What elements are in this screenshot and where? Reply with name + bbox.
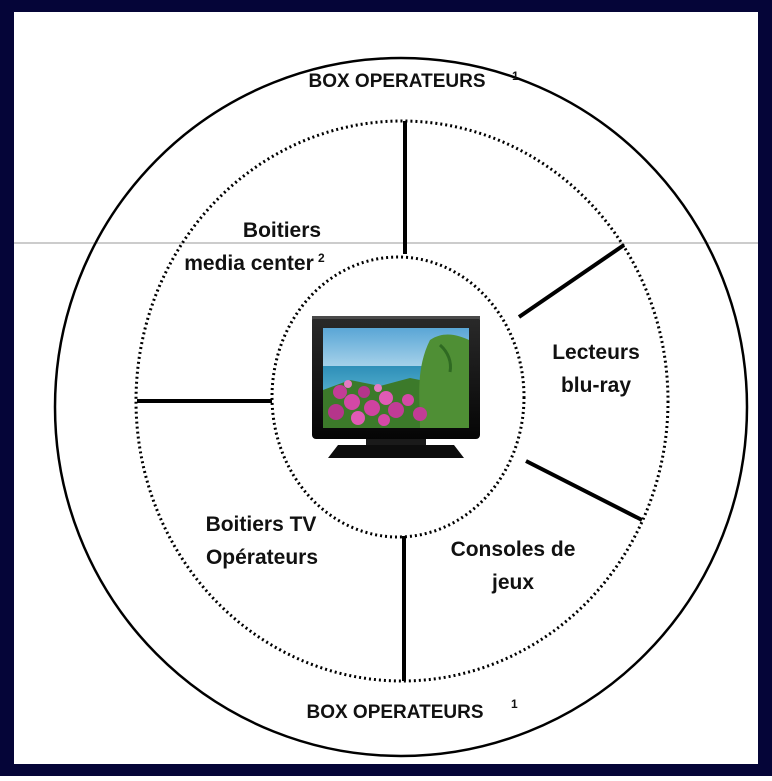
divider-bluray-top <box>517 243 626 319</box>
label-media-center-line1: Boitiers <box>243 219 321 242</box>
middle-ring <box>134 119 670 683</box>
label-consoles-line1: Consoles de <box>451 538 576 561</box>
label-box-bottom: BOX OPERATEURS <box>306 702 483 723</box>
label-media-center-superscript: 2 <box>318 251 325 265</box>
frame-right <box>758 0 772 776</box>
label-tv-boxes-line1: Boitiers TV <box>206 513 317 536</box>
frame-top <box>0 0 772 12</box>
frame-bottom <box>0 764 772 776</box>
label-media-center-line2: media center <box>184 252 314 275</box>
label-box-top-superscript: 1 <box>512 69 519 83</box>
label-consoles-line2: jeux <box>491 571 534 594</box>
label-box-top: BOX OPERATEURS <box>308 71 485 92</box>
label-box-bottom-superscript: 1 <box>511 697 518 711</box>
label-bluray-line1: Lecteurs <box>552 341 640 364</box>
frame-left <box>0 0 14 776</box>
tv-image <box>312 316 480 458</box>
outer-ring <box>53 56 749 758</box>
divider-bluray-bottom <box>525 459 643 522</box>
label-tv-boxes-line2: Opérateurs <box>206 546 318 569</box>
label-bluray-line2: blu-ray <box>561 374 631 397</box>
inner-ring <box>270 255 526 539</box>
